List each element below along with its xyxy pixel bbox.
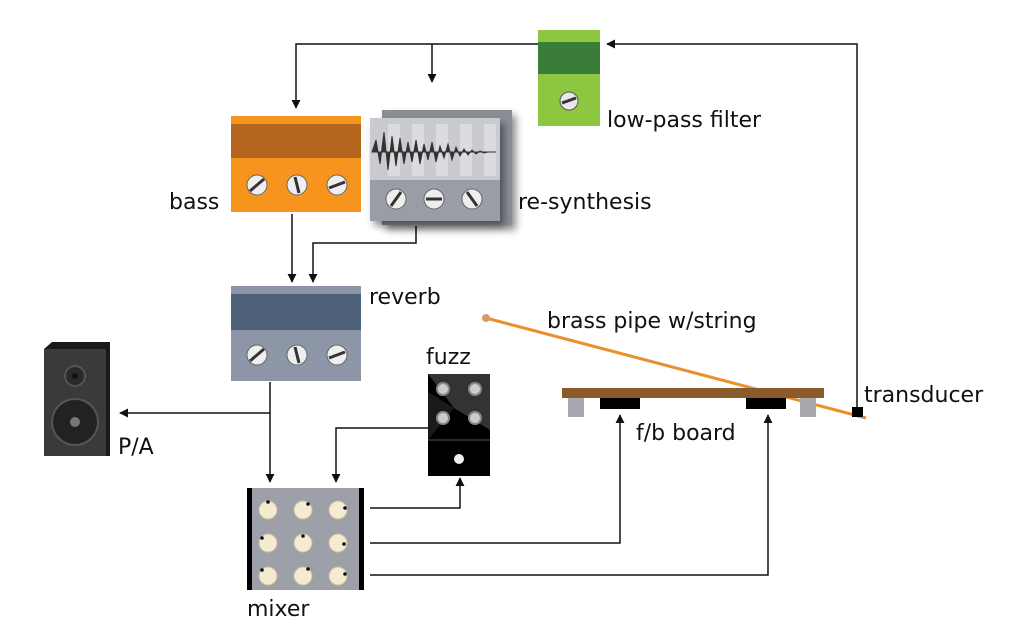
lowpass-filter-pedal bbox=[538, 30, 600, 126]
reverb-label: reverb bbox=[369, 285, 441, 310]
wires bbox=[119, 39, 858, 576]
bass-knob-3 bbox=[326, 174, 348, 196]
brass-pipe-label: brass pipe w/string bbox=[547, 309, 757, 334]
wire-reverb-to-pa bbox=[119, 382, 271, 418]
reverb-knob-3 bbox=[326, 344, 348, 366]
resynthesis-knob-3 bbox=[461, 188, 483, 210]
mixer bbox=[247, 488, 364, 590]
resynthesis-module bbox=[370, 110, 512, 225]
fb-board-label: f/b board bbox=[636, 421, 736, 446]
bass-knob-2 bbox=[286, 174, 308, 196]
reverb-knob-2 bbox=[286, 344, 308, 366]
bass-label: bass bbox=[169, 190, 219, 215]
wire-mixer-to-fuzz bbox=[370, 477, 465, 509]
reverb-pedal bbox=[231, 286, 361, 381]
waveform-icon bbox=[371, 131, 496, 171]
transducer-block bbox=[852, 407, 863, 417]
pa-label: P/A bbox=[118, 435, 154, 460]
resynthesis-knob-1 bbox=[385, 188, 407, 210]
transducer-label: transducer bbox=[864, 383, 984, 408]
resynthesis-label: re-synthesis bbox=[518, 190, 652, 215]
resynthesis-knob-2 bbox=[423, 188, 445, 210]
pa-speaker bbox=[44, 342, 110, 456]
fuzz-label: fuzz bbox=[426, 345, 471, 370]
wire-fuzz-to-mixer bbox=[331, 427, 428, 483]
wire-resynthesis-to-reverb bbox=[308, 226, 417, 283]
bass-knob-1 bbox=[246, 174, 268, 196]
fb-board bbox=[562, 388, 824, 417]
fuzz-knobs bbox=[436, 382, 482, 464]
wire-transducer-to-lowpass bbox=[606, 39, 858, 412]
fuzz-pedal bbox=[428, 374, 490, 476]
mixer-label: mixer bbox=[247, 597, 310, 622]
wire-lowpass-to-bass bbox=[291, 43, 538, 109]
wire-mixer-to-board-right bbox=[370, 414, 773, 576]
lowpass-filter-label: low-pass filter bbox=[607, 108, 762, 133]
bass-pedal bbox=[231, 116, 361, 212]
lowpass-knob bbox=[559, 91, 579, 111]
reverb-knob-1 bbox=[246, 344, 268, 366]
mixer-knobs bbox=[258, 500, 348, 586]
wire-mixer-to-board-left bbox=[370, 414, 625, 544]
